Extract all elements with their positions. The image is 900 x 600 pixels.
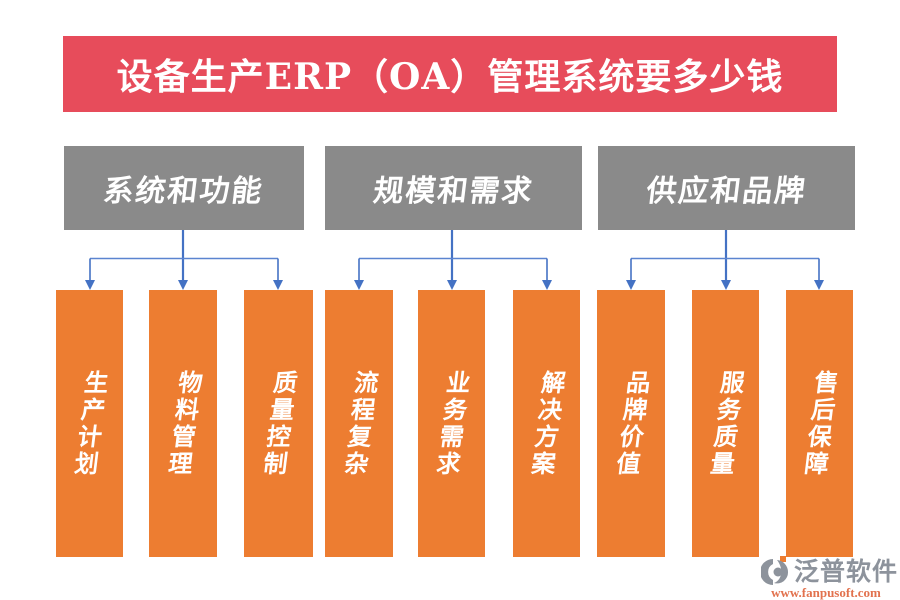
factor-label: 售后保障 — [798, 369, 841, 478]
factor-label: 物料管理 — [161, 369, 205, 478]
factor-label: 生产计划 — [68, 369, 111, 478]
category-box-system-functions: 系统和功能 — [64, 146, 304, 230]
factor-label: 品牌价值 — [609, 369, 653, 478]
title-banner: 设备生产ERP（OA）管理系统要多少钱 — [63, 36, 837, 112]
category-label: 供应和品牌 — [643, 174, 809, 209]
factor-bar-brand-value: 品牌价值 — [597, 290, 665, 557]
factor-label: 解决方案 — [525, 369, 568, 478]
factor-bar-material-management: 物料管理 — [149, 290, 217, 557]
category-box-scale-demand: 规模和需求 — [325, 146, 582, 230]
factor-bar-business-demand: 业务需求 — [418, 290, 485, 557]
connector-group-3 — [626, 230, 824, 290]
category-box-supply-brand: 供应和品牌 — [598, 146, 855, 230]
category-label: 系统和功能 — [101, 174, 266, 209]
factor-bar-production-plan: 生产计划 — [56, 290, 123, 557]
fanpu-swirl-icon — [761, 556, 789, 585]
logo-name: 泛普软件 — [794, 557, 899, 586]
factor-bar-solution: 解决方案 — [513, 290, 580, 557]
factor-label: 服务质量 — [704, 369, 747, 478]
factor-label: 流程复杂 — [337, 369, 381, 478]
logo-url: www.fanpusoft.com — [771, 585, 881, 600]
factor-label: 业务需求 — [430, 369, 473, 478]
connector-group-2 — [354, 230, 552, 290]
factor-bar-service-quality: 服务质量 — [692, 290, 759, 557]
category-label: 规模和需求 — [370, 174, 536, 209]
factor-bar-process-complexity: 流程复杂 — [325, 290, 393, 557]
factor-label: 质量控制 — [257, 369, 300, 478]
connector-group-1 — [85, 230, 283, 290]
factor-bar-aftersales-guarantee: 售后保障 — [786, 290, 853, 557]
page-title: 设备生产ERP（OA）管理系统要多少钱 — [116, 56, 784, 98]
fanpu-logo: 泛普软件 www.fanpusoft.com — [758, 549, 897, 600]
factor-bar-quality-control: 质量控制 — [244, 290, 313, 557]
